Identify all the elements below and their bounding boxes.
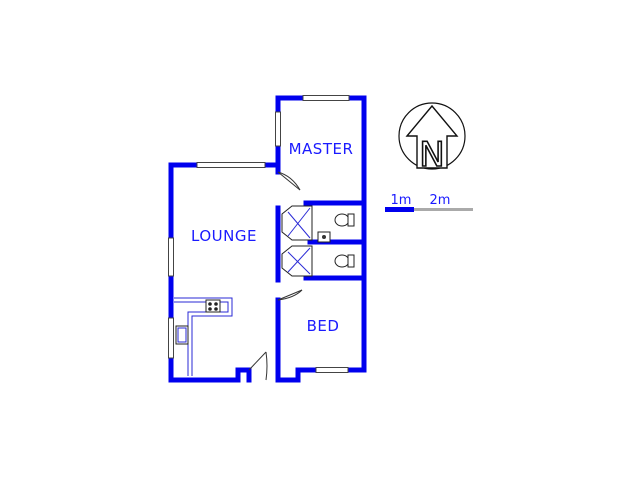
scale-label-2m: 2m <box>430 193 451 208</box>
toilet-icon <box>334 254 350 268</box>
north-arrow-icon: N <box>398 102 466 176</box>
lounge-top-window <box>196 162 266 168</box>
master-side-window <box>275 111 281 147</box>
room-label-lounge: LOUNGE <box>191 227 257 245</box>
scale-segment-primary <box>385 207 414 212</box>
room-label-master: MASTER <box>289 140 354 158</box>
kitchen <box>174 297 233 376</box>
toilet-icon <box>334 213 350 227</box>
room-label-bed: BED <box>307 317 340 335</box>
entrance-door <box>248 351 268 381</box>
sink-icon <box>175 325 189 345</box>
windows <box>168 95 350 373</box>
master-window <box>302 95 350 101</box>
stove-icon <box>205 299 221 313</box>
north-letter: N <box>419 135 444 175</box>
bathroom-fixtures <box>281 205 355 277</box>
bed-door <box>277 289 303 301</box>
basin-tap <box>322 235 326 239</box>
master-door <box>277 171 301 191</box>
bed-window <box>315 367 349 373</box>
scale-segment-secondary <box>414 208 473 211</box>
scale-bar: 1m 2m <box>385 193 473 212</box>
toilet-cistern <box>347 213 355 227</box>
scale-label-1m: 1m <box>391 193 412 208</box>
lounge-side-window <box>168 237 174 277</box>
doors <box>248 171 303 381</box>
kitchen-window <box>168 317 174 359</box>
toilet-cistern <box>347 254 355 268</box>
